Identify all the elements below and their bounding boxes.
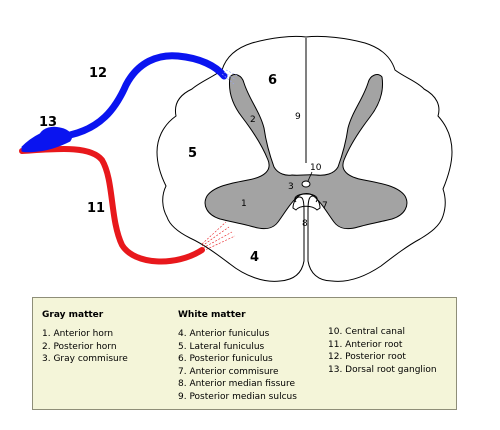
legend-item: 5. Lateral funiculus [178, 341, 265, 352]
label-11: 11 [87, 201, 105, 216]
label-2: 2 [250, 115, 256, 125]
legend-gray-heading: Gray matter [42, 310, 104, 320]
legend-item: 12. Posterior root [328, 352, 406, 362]
label-9: 9 [295, 112, 301, 122]
legend-box: Gray matter 1. Anterior horn 2. Posterio… [32, 297, 457, 410]
posterior-root [66, 52, 228, 139]
label-4: 4 [250, 250, 259, 265]
central-canal [301, 180, 311, 188]
label-6: 6 [268, 73, 277, 88]
spinal-cord-diagram: 1 2 3 4 5 6 7 8 9 10 11 12 13 [19, 35, 453, 282]
label-12: 12 [89, 66, 107, 81]
anterior-median-fissure [294, 193, 318, 203]
legend-item: 3. Gray commisure [42, 354, 128, 364]
legend-item: 10. Central canal [328, 327, 405, 337]
legend-item: 2. Posterior horn [42, 341, 117, 352]
label-3: 3 [288, 182, 294, 192]
legend-item: 8. Anterior median fissure [178, 379, 296, 389]
spinal-cord-white-matter [156, 35, 453, 282]
legend-other: 10. Central canal 11. Anterior root 12. … [328, 326, 437, 376]
dorsal-root-ganglion [21, 126, 73, 153]
legend-gray-matter: Gray matter 1. Anterior horn 2. Posterio… [42, 310, 128, 366]
posterior-rootlets [221, 69, 239, 85]
legend-white-heading: White matter [178, 310, 246, 320]
label-1: 1 [241, 199, 247, 209]
label-7: 7 [322, 201, 328, 211]
legend-item: 9. Posterior median sulcus [178, 391, 297, 402]
legend-item: 6. Posterior funiculus [178, 354, 273, 364]
central-canal-pointer [307, 171, 313, 182]
anterior-root [19, 145, 205, 265]
legend-item: 11. Anterior root [328, 339, 403, 350]
label-5: 5 [188, 146, 197, 161]
anterior-rootlets [201, 221, 236, 252]
legend-white-matter: White matter 4. Anterior funiculus 5. La… [178, 310, 297, 403]
legend-item: 7. Anterior commisure [178, 366, 279, 377]
legend-item: 4. Anterior funiculus [178, 329, 270, 339]
gray-matter [204, 74, 408, 230]
legend-item: 1. Anterior horn [42, 329, 114, 339]
label-13: 13 [39, 115, 57, 130]
label-8: 8 [302, 219, 308, 229]
label-10: 10 [310, 163, 322, 173]
legend-item: 13. Dorsal root ganglion [328, 364, 437, 375]
